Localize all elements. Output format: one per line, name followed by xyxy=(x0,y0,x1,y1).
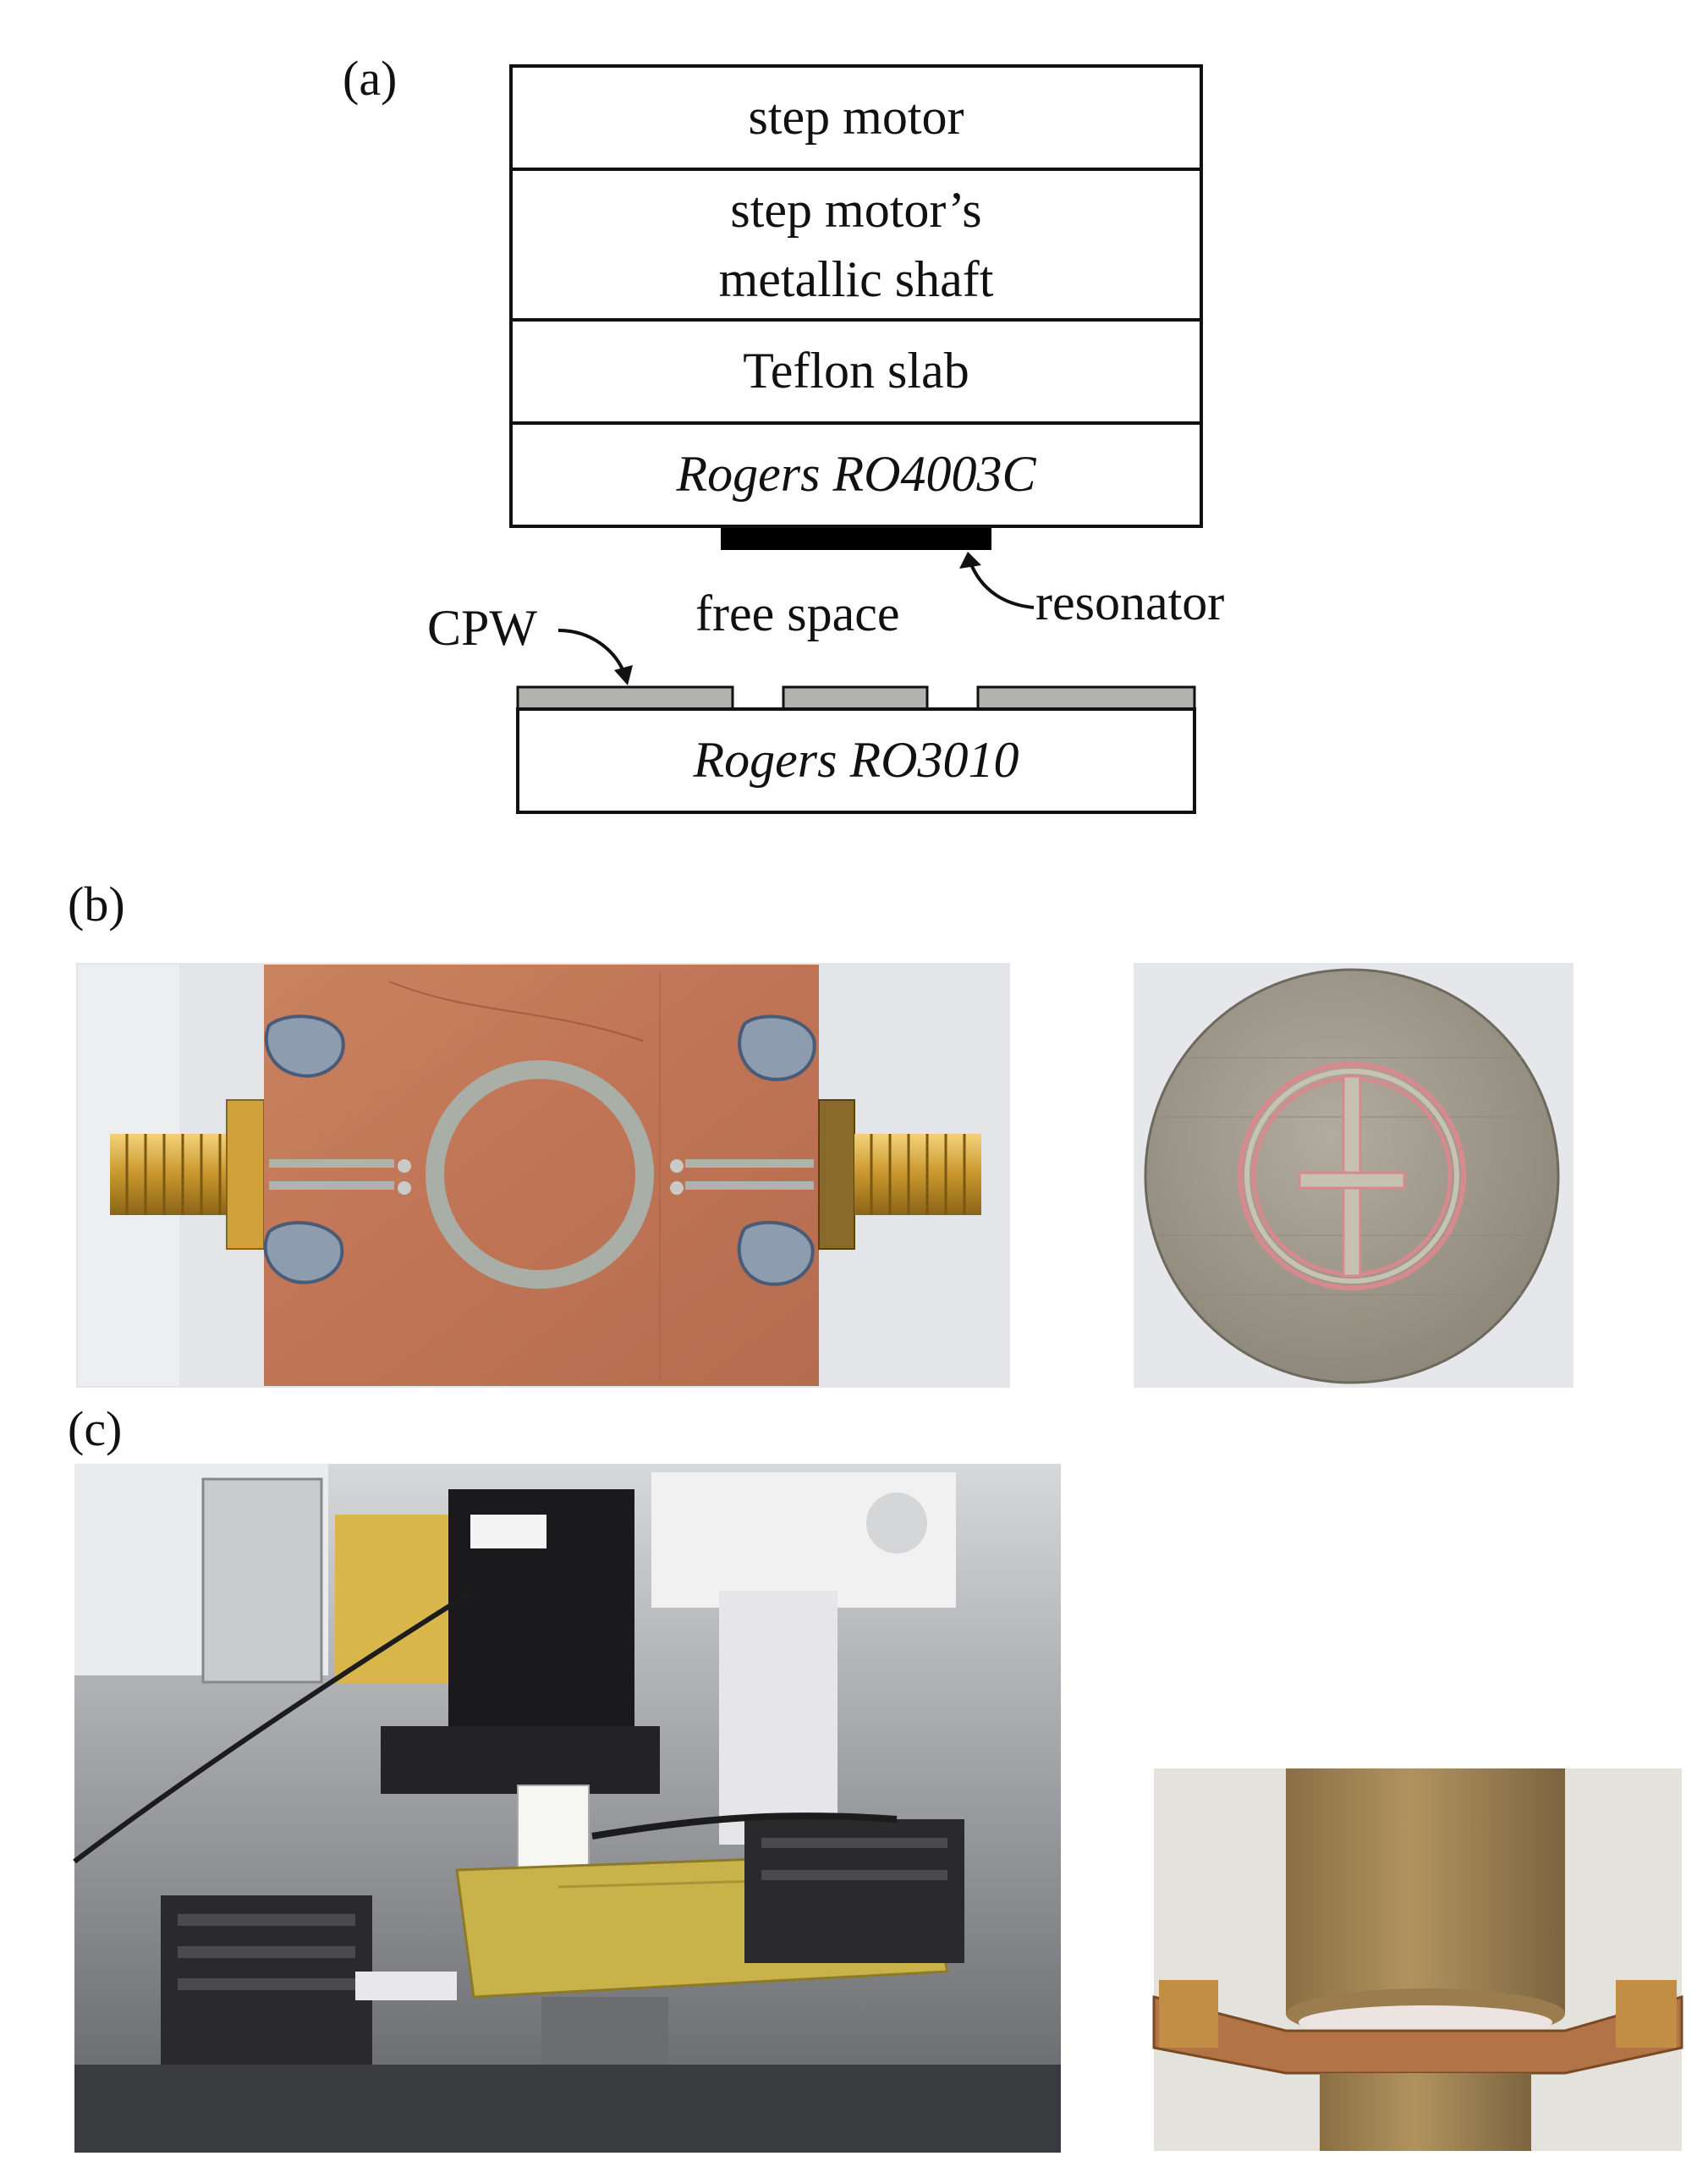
substrate-label: Rogers RO3010 xyxy=(693,732,1019,788)
resonator-arrow xyxy=(968,559,1035,609)
cpw-ground-right xyxy=(976,685,1196,711)
layer-stack xyxy=(509,64,1203,528)
resonator-photo xyxy=(1134,963,1573,1388)
layer-shaft-line2: metallic shaft xyxy=(719,251,994,307)
teflon-block xyxy=(509,318,1203,425)
shaft-block xyxy=(509,168,1203,322)
cpw-arrow xyxy=(557,629,626,674)
device-photo xyxy=(76,963,1010,1388)
cpw-ground-left xyxy=(516,685,734,711)
ro4003c-block xyxy=(509,421,1203,528)
resonator-label: resonator xyxy=(1035,575,1224,630)
step-motor-block xyxy=(509,64,1203,171)
layer-step-motor: step motor xyxy=(749,89,964,145)
panel-label-b: (b) xyxy=(68,877,125,932)
closeup-photo xyxy=(1152,1768,1683,2151)
cpw-label: CPW xyxy=(427,600,537,656)
layer-shaft-line1: step motor’s xyxy=(730,182,981,238)
panel-label-c: (c) xyxy=(68,1401,122,1456)
free-space-label: free space xyxy=(695,586,899,641)
ro3010-block xyxy=(516,707,1196,814)
cpw-strips xyxy=(516,685,1196,711)
layer-ro4003c: Rogers RO4003C xyxy=(676,446,1037,502)
setup-photo xyxy=(73,1464,1061,2153)
cpw-signal-line xyxy=(782,685,929,711)
layer-teflon: Teflon slab xyxy=(743,343,969,399)
panel-label-a: (a) xyxy=(343,51,397,106)
resonator-bar xyxy=(721,528,991,550)
